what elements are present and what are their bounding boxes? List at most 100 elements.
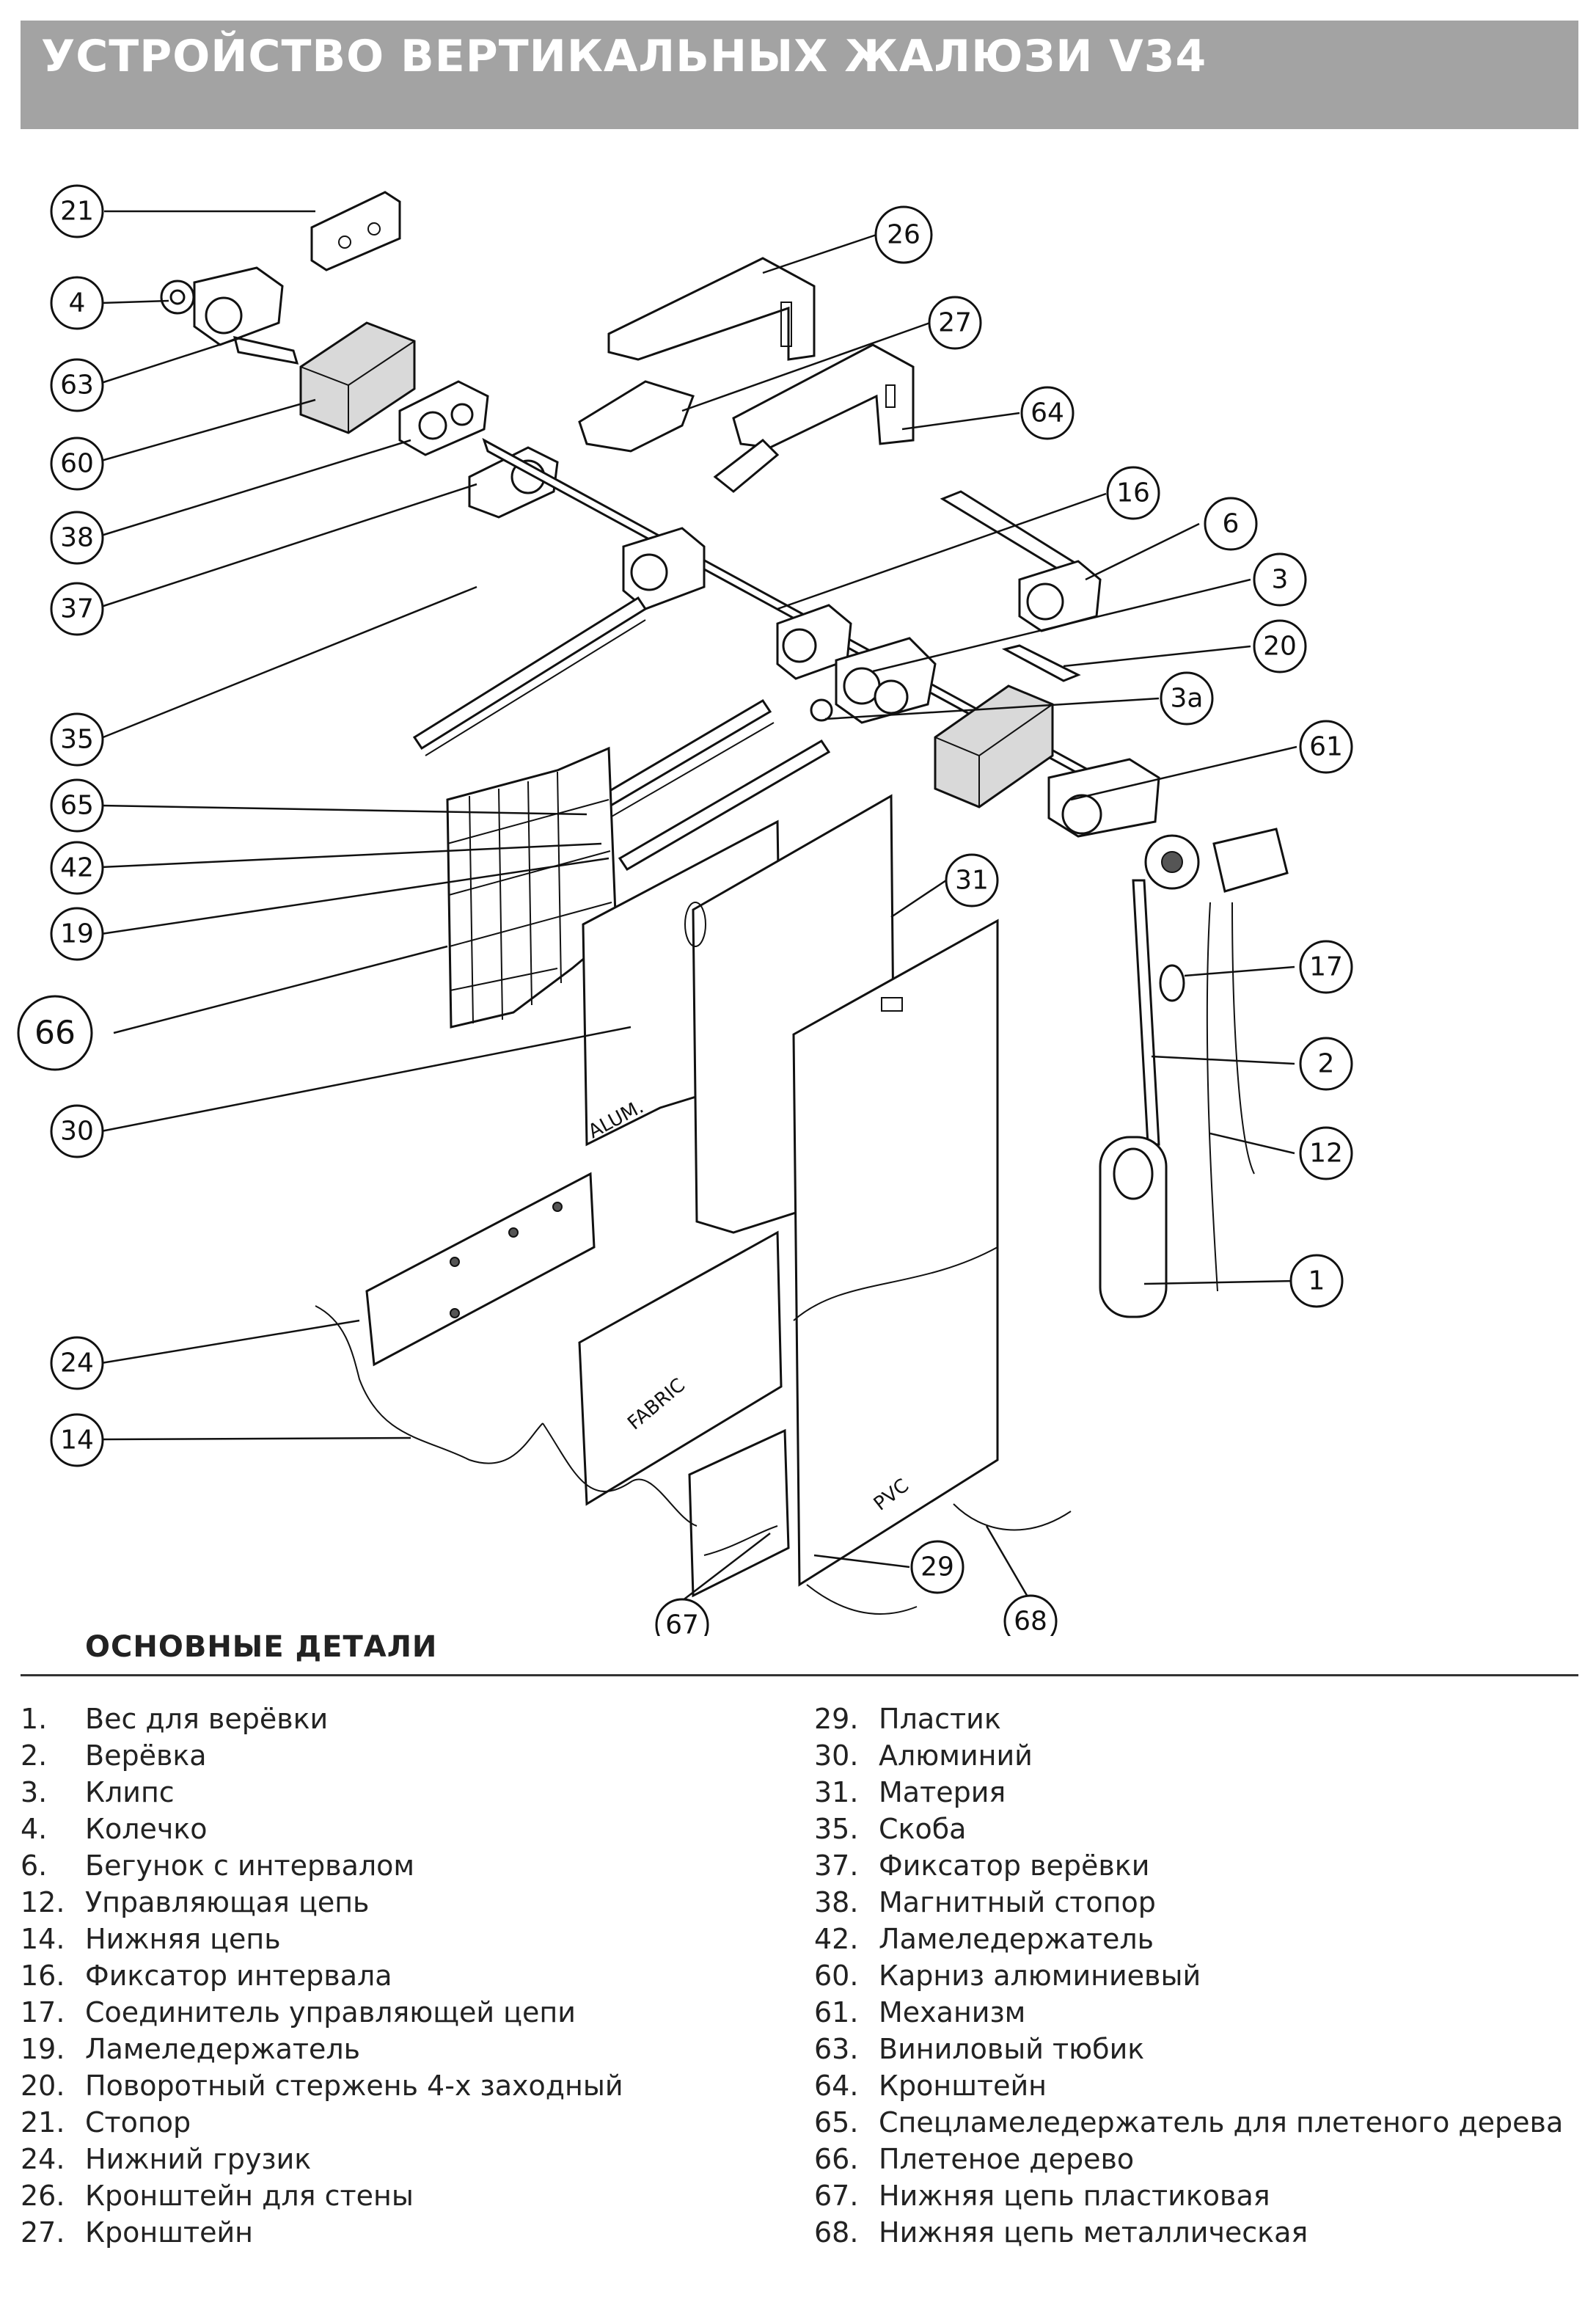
callout-19: 19 (50, 907, 104, 961)
callout-16: 16 (1106, 466, 1160, 520)
callout-2: 2 (1299, 1037, 1353, 1091)
brackets (578, 257, 915, 493)
svg-text:16: 16 (1116, 478, 1150, 508)
part-chain-metal (806, 1584, 918, 1615)
legend-item: 65.Спецламеледержатель для плетеного дер… (814, 2106, 1564, 2139)
callout-29: 29 (910, 1540, 964, 1594)
svg-text:38: 38 (60, 523, 94, 553)
parts-legend-left: 1.Вес для верёвки 2.Верёвка 3.Клипс 4.Ко… (21, 1701, 623, 2251)
legend-item: 67.Нижняя цепь пластиковая (814, 2180, 1270, 2212)
carrier-parts (940, 490, 1102, 682)
callout-66: 66 (17, 995, 93, 1071)
svg-text:67: 67 (665, 1610, 699, 1637)
svg-text:42: 42 (60, 853, 94, 883)
part-bottom-weight (365, 1172, 596, 1367)
svg-text:61: 61 (1309, 732, 1343, 762)
part-wall-bracket (607, 257, 816, 361)
legend-item: 4.Колечко (21, 1813, 208, 1845)
callout-37: 37 (50, 582, 104, 636)
section-divider (21, 1674, 1578, 1676)
legend-item: 27.Кронштейн (21, 2216, 254, 2249)
callout-27: 27 (928, 296, 982, 350)
svg-text:60: 60 (60, 449, 94, 479)
legend-item: 66.Плетеное дерево (814, 2143, 1135, 2175)
callout-17: 17 (1299, 940, 1353, 994)
legend-item: 6.Бегунок с интервалом (21, 1849, 415, 1882)
parts-legend-right: 29.Пластик 30.Алюминий 31.Материя 35.Ско… (814, 1701, 1563, 2251)
legend-item: 64.Кронштейн (814, 2070, 1047, 2102)
svg-text:14: 14 (60, 1425, 94, 1456)
callout-14: 14 (50, 1413, 104, 1467)
callout-21: 21 (50, 184, 104, 238)
part-mechanism-housing (934, 684, 1054, 808)
callout-68: 68 (1003, 1594, 1058, 1637)
svg-text:24: 24 (60, 1348, 94, 1378)
callout-20: 20 (1253, 619, 1307, 673)
callout-60: 60 (50, 437, 104, 491)
part-chain-plastic (703, 1525, 778, 1556)
part-chain-connector (1159, 964, 1185, 1002)
callout-3a: 3a (1160, 671, 1214, 726)
callout-4: 4 (50, 276, 104, 330)
part-slat-holder-42 (618, 739, 831, 872)
callout-61: 61 (1299, 720, 1353, 774)
callout-35: 35 (50, 712, 104, 767)
svg-text:12: 12 (1309, 1139, 1343, 1169)
svg-text:2: 2 (1318, 1049, 1335, 1079)
svg-text:6: 6 (1223, 509, 1240, 539)
svg-text:3: 3 (1272, 565, 1289, 595)
part-head-rail (299, 321, 416, 434)
slat-pvc (792, 919, 999, 1587)
svg-text:63: 63 (60, 370, 94, 401)
svg-text:26: 26 (887, 220, 920, 250)
legend-item: 12.Управляющая цепь (21, 1886, 370, 1918)
svg-text:35: 35 (60, 725, 94, 755)
slats: ALUM. PVC FABRIC (578, 794, 999, 1598)
legend-item: 3.Клипс (21, 1776, 175, 1808)
part-bracket-27 (578, 380, 695, 453)
part-rotating-rod (1001, 644, 1081, 682)
part-staple-35 (412, 596, 648, 751)
legend-item: 61.Механизм (814, 1996, 1026, 2028)
part-carriers (622, 527, 937, 724)
control-parts (1099, 879, 1255, 1318)
callout-64: 64 (1020, 386, 1075, 440)
callout-3: 3 (1253, 552, 1307, 607)
legend-item: 2.Верёвка (21, 1739, 207, 1772)
part-bottom-chain (315, 1305, 543, 1464)
legend-item: 19.Ламеледержатель (21, 2033, 361, 2065)
legend-item: 20.Поворотный стержень 4-х заходный (21, 2070, 623, 2102)
legend-item: 60.Карниз алюминиевый (814, 1960, 1201, 1992)
svg-text:21: 21 (60, 197, 94, 227)
legend-item: 14.Нижняя цепь (21, 1923, 281, 1955)
callout-1: 1 (1289, 1254, 1344, 1308)
callout-67: 67 (655, 1598, 709, 1637)
legend-item: 38.Магнитный стопор (814, 1886, 1156, 1918)
svg-text:68: 68 (1014, 1607, 1047, 1637)
svg-text:1: 1 (1308, 1266, 1325, 1296)
svg-text:65: 65 (60, 791, 94, 821)
legend-item: 35.Скоба (814, 1813, 967, 1845)
leader-lines (100, 210, 1297, 1602)
callout-30: 30 (50, 1104, 104, 1158)
svg-text:4: 4 (69, 288, 86, 318)
legend-item: 30.Алюминий (814, 1739, 1033, 1772)
legend-item: 24.Нижний грузик (21, 2143, 312, 2175)
svg-text:37: 37 (60, 594, 94, 624)
part-stopper (310, 191, 401, 271)
legend-item: 63.Виниловый тюбик (814, 2033, 1145, 2065)
legend-item: 16.Фиксатор интервала (21, 1960, 392, 1992)
head-rail-parts (160, 191, 1289, 893)
part-vinyl-tube (233, 336, 299, 365)
callout-42: 42 (50, 841, 104, 895)
callout-38: 38 (50, 511, 104, 565)
legend-item: 68.Нижняя цепь металлическая (814, 2216, 1308, 2249)
legend-item: 26.Кронштейн для стены (21, 2180, 414, 2212)
svg-text:19: 19 (60, 919, 94, 949)
slat-fabric (578, 1230, 783, 1506)
legend-item: 42.Ламеледержатель (814, 1923, 1154, 1955)
legend-item: 31.Материя (814, 1776, 1006, 1808)
svg-text:29: 29 (920, 1552, 954, 1582)
callout-6: 6 (1204, 497, 1258, 551)
legend-item: 21.Стопор (21, 2106, 191, 2139)
